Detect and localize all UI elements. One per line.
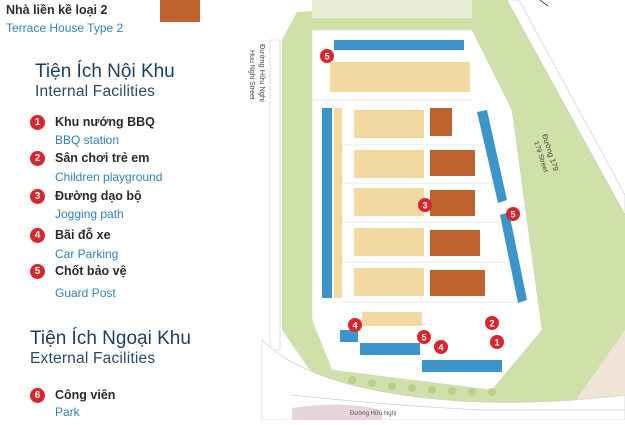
facility-parking-vi: Bãi đỗ xe xyxy=(55,228,111,242)
svg-text:5: 5 xyxy=(324,52,329,62)
marker-4-icon: 4 xyxy=(30,228,45,243)
terrace-row-top xyxy=(334,40,464,50)
road-bottom xyxy=(261,339,625,421)
marker-6-icon: 6 xyxy=(30,388,45,403)
legend-panel: Nhà liền kề loại 2 Terrace House Type 2 … xyxy=(0,0,222,420)
internal-heading-en: Internal Facilities xyxy=(35,83,156,100)
map-marker-5-bottom: 5 xyxy=(417,330,431,344)
external-heading-en: External Facilities xyxy=(30,350,156,367)
svg-text:1: 1 xyxy=(494,338,499,348)
site-plan-svg: Đường Hữu Nghị Huu Nghi Street Đường 179… xyxy=(248,0,625,421)
facility-playground-en: Children playground xyxy=(55,170,163,184)
facility-guard-en: Guard Post xyxy=(55,286,116,300)
road-markings xyxy=(312,99,517,303)
svg-text:5: 5 xyxy=(510,210,515,220)
marker-3-icon: 3 xyxy=(30,189,45,204)
external-heading-vi: Tiện Ích Ngoại Khu xyxy=(30,328,191,349)
facility-bbq-vi: Khu nướng BBQ xyxy=(55,115,155,129)
svg-text:2: 2 xyxy=(489,319,494,329)
facility-playground-vi: Sân chơi trẻ em xyxy=(55,151,150,165)
terrace-type2-label-vi: Nhà liền kề loại 2 xyxy=(6,3,108,17)
pink-patch xyxy=(292,404,382,420)
map-marker-1: 1 xyxy=(490,335,504,349)
terrace-type2-blocks xyxy=(430,108,485,296)
internal-heading-vi: Tiện Ích Nội Khu xyxy=(35,61,175,82)
map-marker-5-top: 5 xyxy=(320,49,334,63)
compass-icon xyxy=(539,0,549,7)
road-bottom-label: Đường Hữu Nghị xyxy=(350,411,396,417)
terrace-type2-label-en: Terrace House Type 2 xyxy=(6,21,124,35)
facility-jogging-en: Jogging path xyxy=(55,207,124,221)
facility-jogging-vi: Đường dạo bộ xyxy=(55,189,142,203)
terrace-type2-swatch xyxy=(160,0,200,22)
villa-blocks xyxy=(330,62,470,326)
map-marker-4-bottom: 4 xyxy=(434,340,448,354)
top-strip xyxy=(312,0,472,18)
road-179 xyxy=(506,0,625,216)
facility-bbq-en: BBQ station xyxy=(55,133,120,147)
marker-5-icon: 5 xyxy=(30,264,45,279)
map-marker-2: 2 xyxy=(485,316,499,330)
svg-text:5: 5 xyxy=(421,333,426,343)
facility-park-vi: Công viên xyxy=(55,388,116,402)
svg-text:4: 4 xyxy=(438,343,443,353)
road-huu-nghi-label-vi: Đường Hữu Nghị xyxy=(258,44,267,102)
marker-2-icon: 2 xyxy=(30,151,45,166)
facility-parking-en: Car Parking xyxy=(55,247,119,261)
marker-1-icon: 1 xyxy=(30,115,45,130)
road-huu-nghi-label-en: Huu Nghi Street xyxy=(248,50,255,100)
svg-text:3: 3 xyxy=(422,201,427,211)
tree-dots xyxy=(348,376,496,396)
road-bottom-lane xyxy=(291,394,625,411)
map-marker-4-left: 4 xyxy=(348,318,362,332)
map-marker-3: 3 xyxy=(418,198,432,212)
road-huu-nghi xyxy=(269,39,281,351)
site-plan-map: Đường Hữu Nghị Huu Nghi Street Đường 179… xyxy=(222,0,625,421)
map-marker-5-right: 5 xyxy=(506,207,520,221)
facility-guard-vi: Chốt bảo vệ xyxy=(55,264,127,278)
terrace-type1-blocks xyxy=(322,108,527,372)
svg-text:4: 4 xyxy=(352,321,357,331)
facility-park-en: Park xyxy=(55,405,80,419)
